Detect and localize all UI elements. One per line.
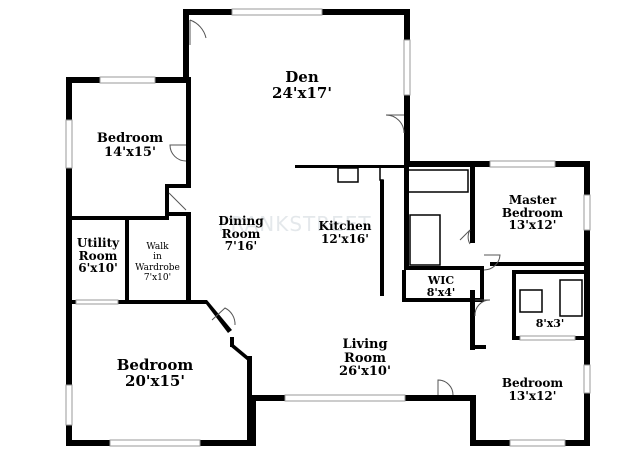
room-label-utility: Utility Room 6'x10' [70, 237, 126, 275]
kitchen-size: 12'x16' [321, 231, 369, 246]
windows [65, 8, 591, 447]
room-label-wic: WIC 8'x4' [410, 275, 472, 298]
bedroom-se-name: Bedroom [501, 376, 564, 390]
room-label-bedroom-se: Bedroom 13'x12' [485, 377, 580, 402]
dining-line1: Dining [218, 214, 264, 228]
master-line1: Master [508, 193, 557, 207]
bedroom-sw-size: 20'x15' [125, 371, 185, 390]
walkin-size: 7'x10' [143, 273, 172, 284]
master-size: 13'x12' [508, 218, 557, 233]
walkin-line2: in [153, 252, 162, 263]
living-line2: Room [344, 350, 386, 366]
utility-line1: Utility [76, 236, 120, 250]
wic-name: WIC [427, 274, 455, 287]
den-name: Den [285, 68, 319, 86]
room-label-bedroom-nw: Bedroom 14'x15' [80, 132, 180, 159]
bedroom-sw-name: Bedroom [116, 356, 194, 374]
kitchen-name: Kitchen [318, 219, 372, 233]
room-label-master: Master Bedroom 13'x12' [485, 194, 580, 232]
living-line1: Living [342, 337, 388, 352]
bedroom-se-size: 13'x12' [508, 388, 557, 403]
walkin-line3: Wardrobe [135, 262, 180, 273]
master-line2: Bedroom [501, 205, 564, 220]
closet-size: 8'x3' [535, 317, 565, 330]
utility-line2: Room [78, 248, 118, 263]
den-size: 24'x17' [272, 83, 332, 102]
door-swings [168, 19, 501, 396]
walkin-line1: Walk [146, 242, 169, 252]
living-size: 26'x10' [339, 364, 391, 380]
bedroom-nw-name: Bedroom [96, 131, 164, 146]
utility-size: 6'x10' [78, 261, 118, 276]
dining-size: 7'16' [224, 239, 258, 254]
room-label-kitchen: Kitchen 12'x16' [305, 220, 385, 245]
interior-walls [66, 77, 590, 446]
wic-size: 8'x4' [426, 285, 456, 299]
watermark: FRANKSTREET [218, 212, 372, 236]
room-label-living: Living Room 26'x10' [320, 338, 410, 379]
bedroom-nw-size: 14'x15' [104, 144, 156, 160]
dining-line2: Room [221, 226, 261, 241]
room-label-bedroom-sw: Bedroom 20'x15' [95, 356, 215, 390]
room-label-walkin: Walk in Wardrobe 7'x10' [130, 242, 185, 283]
room-label-den: Den 24'x17' [252, 68, 352, 102]
room-label-dining: Dining Room 7'16' [206, 215, 276, 253]
room-label-closet: 8'x3' [520, 318, 580, 330]
